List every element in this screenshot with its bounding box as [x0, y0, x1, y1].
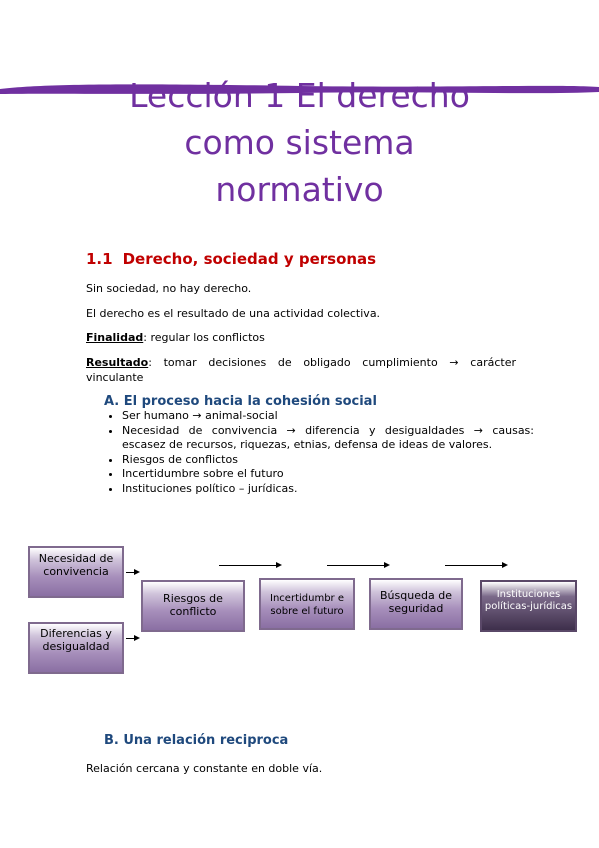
resultado-label: Resultado	[86, 356, 149, 369]
subsection-heading-a: A. El proceso hacia la cohesión social	[104, 394, 377, 409]
title-brush-stroke	[0, 84, 599, 94]
arrow-right-icon	[219, 562, 282, 568]
resultado-text: : tomar decisiones de obligado cumplimie…	[148, 356, 516, 369]
title-line-1: Lección 1 El derecho	[129, 76, 470, 115]
list-item: Incertidumbre sobre el futuro	[122, 467, 534, 482]
diagram-box-necesidad: Necesidad de convivencia	[28, 546, 124, 598]
arrow-right-icon	[445, 562, 508, 568]
diagram-box-incertidumbre: Incertidumbr e sobre el futuro	[259, 578, 355, 630]
list-item: Riesgos de conflictos	[122, 453, 534, 468]
section-heading: 1.1 Derecho, sociedad y personas	[86, 250, 376, 268]
diagram-box-instituciones: Instituciones políticas-jurídicas	[480, 580, 577, 632]
title-line-3: normativo	[215, 170, 384, 209]
section-number: 1.1	[86, 250, 113, 268]
title-block: Lección 1 El derecho como sistema normat…	[0, 68, 599, 218]
finalidad-label: Finalidad	[86, 331, 144, 344]
subsection-heading-b: B. Una relación reciproca	[104, 733, 289, 748]
list-item: Necesidad de convivencia → diferencia y …	[122, 424, 534, 453]
list-item: Ser humano → animal-social	[122, 409, 534, 424]
arrow-right-icon	[126, 569, 140, 575]
finalidad-text: : regular los conflictos	[143, 331, 265, 344]
section-title: Derecho, sociedad y personas	[122, 250, 377, 268]
paragraph-finalidad: Finalidad: regular los conflictos	[86, 330, 516, 345]
list-item: Instituciones político – jurídicas.	[122, 482, 534, 497]
diagram-box-riesgos: Riesgos de conflicto	[141, 580, 245, 632]
diagram-box-busqueda: Búsqueda de seguridad	[369, 578, 463, 630]
arrow-right-icon	[327, 562, 390, 568]
paragraph-resultado-cont: vinculante	[86, 371, 144, 384]
list-item-text: Necesidad de convivencia → diferencia y …	[122, 423, 534, 437]
paragraph-resultado: Resultado: tomar decisiones de obligado …	[86, 355, 516, 370]
paragraph-sin-sociedad: Sin sociedad, no hay derecho.	[86, 282, 252, 295]
paragraph-derecho-resultado: El derecho es el resultado de una activi…	[86, 307, 381, 320]
title-line-2: como sistema	[184, 123, 415, 162]
arrow-right-icon	[126, 635, 140, 641]
list-item-text-cont: escasez de recursos, riquezas, etnias, d…	[122, 438, 493, 451]
diagram-box-diferencias: Diferencias y desigualdad	[28, 622, 124, 674]
paragraph-relacion: Relación cercana y constante en doble ví…	[86, 762, 323, 775]
bullet-list: Ser humano → animal-social Necesidad de …	[104, 409, 534, 496]
page-title: Lección 1 El derecho como sistema normat…	[0, 72, 599, 213]
